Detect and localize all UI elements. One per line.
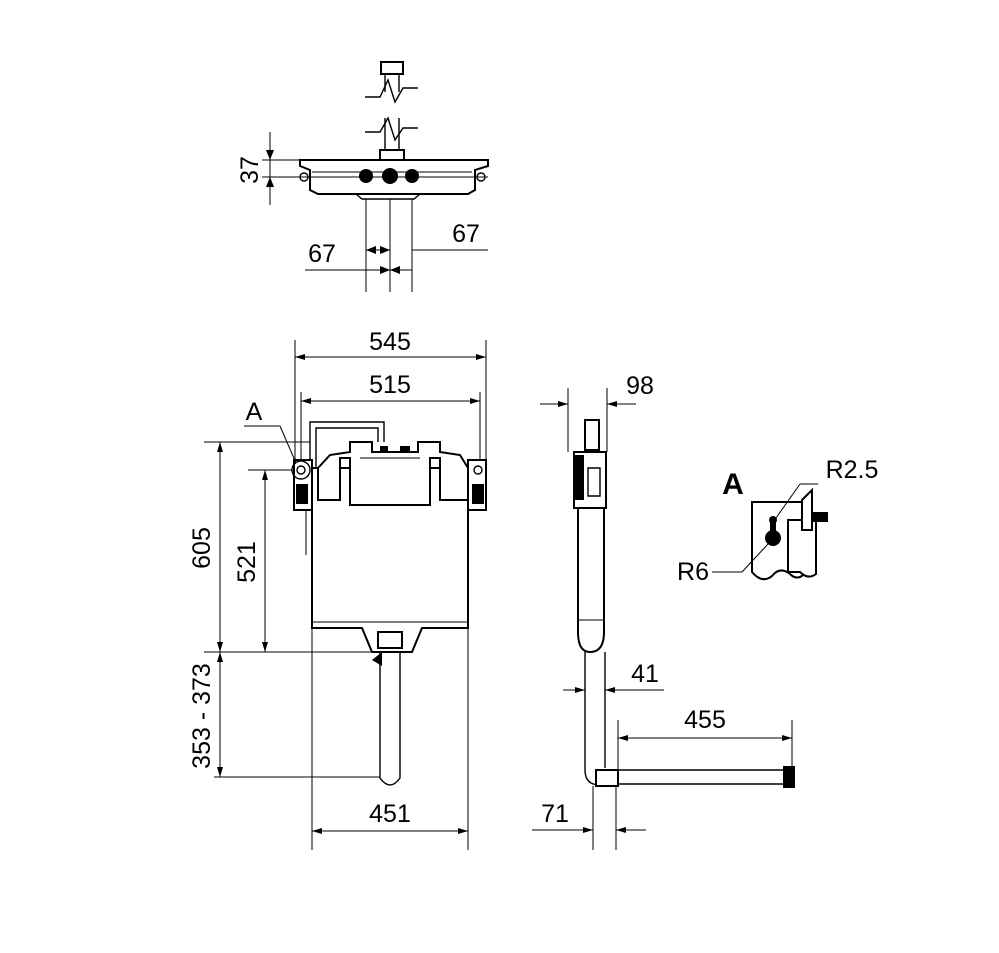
front-fixing-right <box>473 465 483 475</box>
side-top-valve <box>584 419 600 451</box>
front-left-foot <box>296 484 308 504</box>
dim-37-arrows <box>266 150 274 187</box>
dim-67-right-arrows <box>366 246 390 254</box>
top-connection-center <box>382 168 398 184</box>
top-pipe-collar <box>379 149 405 161</box>
side-outlet-pipe <box>584 652 606 786</box>
dim-521-label: 521 <box>233 541 261 583</box>
front-tank-body <box>311 467 469 653</box>
detail-a-title: A <box>722 468 744 501</box>
detail-r6-leader <box>741 543 769 573</box>
front-fixing-left <box>296 465 306 475</box>
top-pipe-upper <box>384 74 400 92</box>
dim-545-label: 545 <box>369 328 411 356</box>
dim-98-label: 98 <box>626 372 654 400</box>
front-outlet-collar <box>377 631 403 649</box>
detail-r25-label: R2.5 <box>826 456 879 484</box>
dim-71-label: 71 <box>541 800 569 828</box>
front-tank-top <box>317 441 469 506</box>
front-top-connectors <box>380 446 410 452</box>
front-detail-label: A <box>246 398 263 426</box>
dim-41-label: 41 <box>631 660 659 688</box>
top-view: 37 67 67 <box>236 61 489 292</box>
dim-67-left-arrows <box>380 266 400 274</box>
dim-37-label: 37 <box>236 156 264 184</box>
dim-67-right-label: 67 <box>452 220 480 248</box>
detail-r6-label: R6 <box>677 558 709 586</box>
side-view: 98 41 455 71 <box>532 372 795 850</box>
top-connection-right <box>405 169 419 183</box>
top-break-line-lower <box>365 116 418 142</box>
front-top-bracket-inner <box>315 427 379 468</box>
detail-bracket-tab <box>801 487 813 531</box>
side-tank <box>577 507 605 654</box>
detail-r25-leader <box>775 483 801 519</box>
front-detail-leader <box>279 425 297 464</box>
dim-353-label: 353 - 373 <box>188 663 216 769</box>
front-outlet-pipe <box>379 652 401 786</box>
top-pipe-lower <box>384 118 400 150</box>
dim-455-label: 455 <box>684 706 726 734</box>
front-outlet-marker <box>372 652 382 666</box>
top-pipe-cap <box>380 61 404 75</box>
side-pipe-elbow <box>595 769 619 787</box>
dim-67-left-label: 67 <box>308 240 336 268</box>
dim-515-label: 515 <box>369 371 411 399</box>
side-upper-bracket <box>574 455 584 500</box>
detail-keyhole-small <box>769 516 777 524</box>
side-pipe-end-cap <box>783 766 795 788</box>
side-upper-inner <box>587 467 601 497</box>
detail-keyhole-slot <box>770 518 776 538</box>
front-top-bracket <box>309 421 385 468</box>
detail-a: A R2.5 R6 <box>677 456 878 586</box>
top-frame-bottom-lip <box>355 193 421 200</box>
front-view: A 545 515 605 521 353 - 373 451 <box>188 328 487 850</box>
top-break-line-upper <box>365 78 418 104</box>
side-horizontal-pipe <box>618 769 790 785</box>
top-connection-left <box>359 169 373 183</box>
dim-451-label: 451 <box>369 800 411 828</box>
front-right-foot <box>472 484 484 504</box>
detail-bolt <box>812 512 828 522</box>
dim-605-label: 605 <box>188 527 216 569</box>
detail-bracket <box>787 519 817 578</box>
